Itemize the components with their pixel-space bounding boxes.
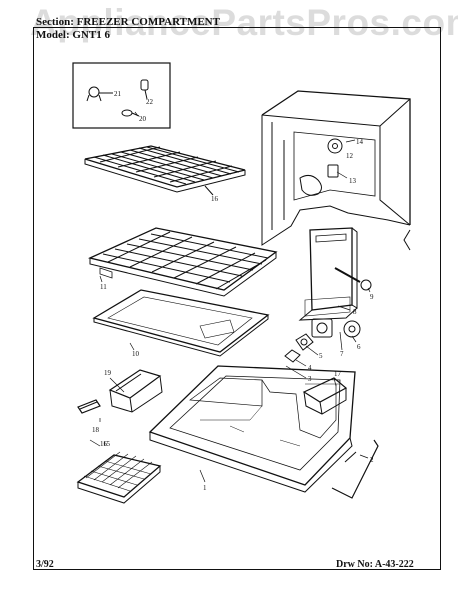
leader-lines <box>89 111 371 483</box>
callout-4: 4 <box>308 364 312 372</box>
freezer-shelf <box>88 227 278 297</box>
small-parts-inset <box>72 62 171 129</box>
watermark: AppliancePartsPros.com <box>30 2 458 43</box>
callout-21: 21 <box>114 90 122 98</box>
callout-5: 5 <box>319 352 323 360</box>
callout-7: 7 <box>340 350 344 358</box>
callout-2: 2 <box>370 456 374 464</box>
cabinet-corner <box>261 90 411 251</box>
freezer-floor <box>148 365 356 493</box>
callout-19: 19 <box>104 369 112 377</box>
ice-pan <box>108 369 163 413</box>
ice-tray <box>76 451 162 504</box>
callout-16-wire-shelf: 16 <box>211 195 219 203</box>
drip-tray <box>302 377 348 415</box>
callout-3: 3 <box>308 375 312 383</box>
callout-11: 11 <box>100 283 107 291</box>
callout-14: 14 <box>356 138 364 146</box>
callout-9: 9 <box>370 293 374 301</box>
callout-17: 17 <box>334 370 342 378</box>
section-title: Section: FREEZER COMPARTMENT <box>36 16 220 28</box>
callout-13: 13 <box>349 177 357 185</box>
model-line: Model: GNT1 6 <box>36 29 110 41</box>
callout-6: 6 <box>357 343 361 351</box>
liner-panel <box>92 289 270 357</box>
callout-22: 22 <box>146 98 154 106</box>
callout-15-visible: 15 <box>103 440 111 448</box>
callout-16-handle: 16 <box>100 440 108 448</box>
fan-assembly <box>284 318 361 363</box>
drawing-number: Drw No: A-43-222 <box>336 559 414 570</box>
callout-20: 20 <box>139 115 147 123</box>
callout-12: 12 <box>346 152 354 160</box>
callout-18: 18 <box>92 426 100 434</box>
air-duct <box>298 227 372 321</box>
diagram-frame <box>33 27 441 570</box>
callout-labels: 21 22 20 14 13 16 11 9 8 6 10 7 5 4 3 17… <box>92 90 374 492</box>
wire-shelf <box>84 145 246 196</box>
callout-8: 8 <box>353 308 357 316</box>
callout-10: 10 <box>132 350 140 358</box>
gasket-trim <box>331 439 379 499</box>
handle <box>77 399 101 414</box>
callout-1: 1 <box>203 484 207 492</box>
footer-date: 3/92 <box>36 559 54 570</box>
